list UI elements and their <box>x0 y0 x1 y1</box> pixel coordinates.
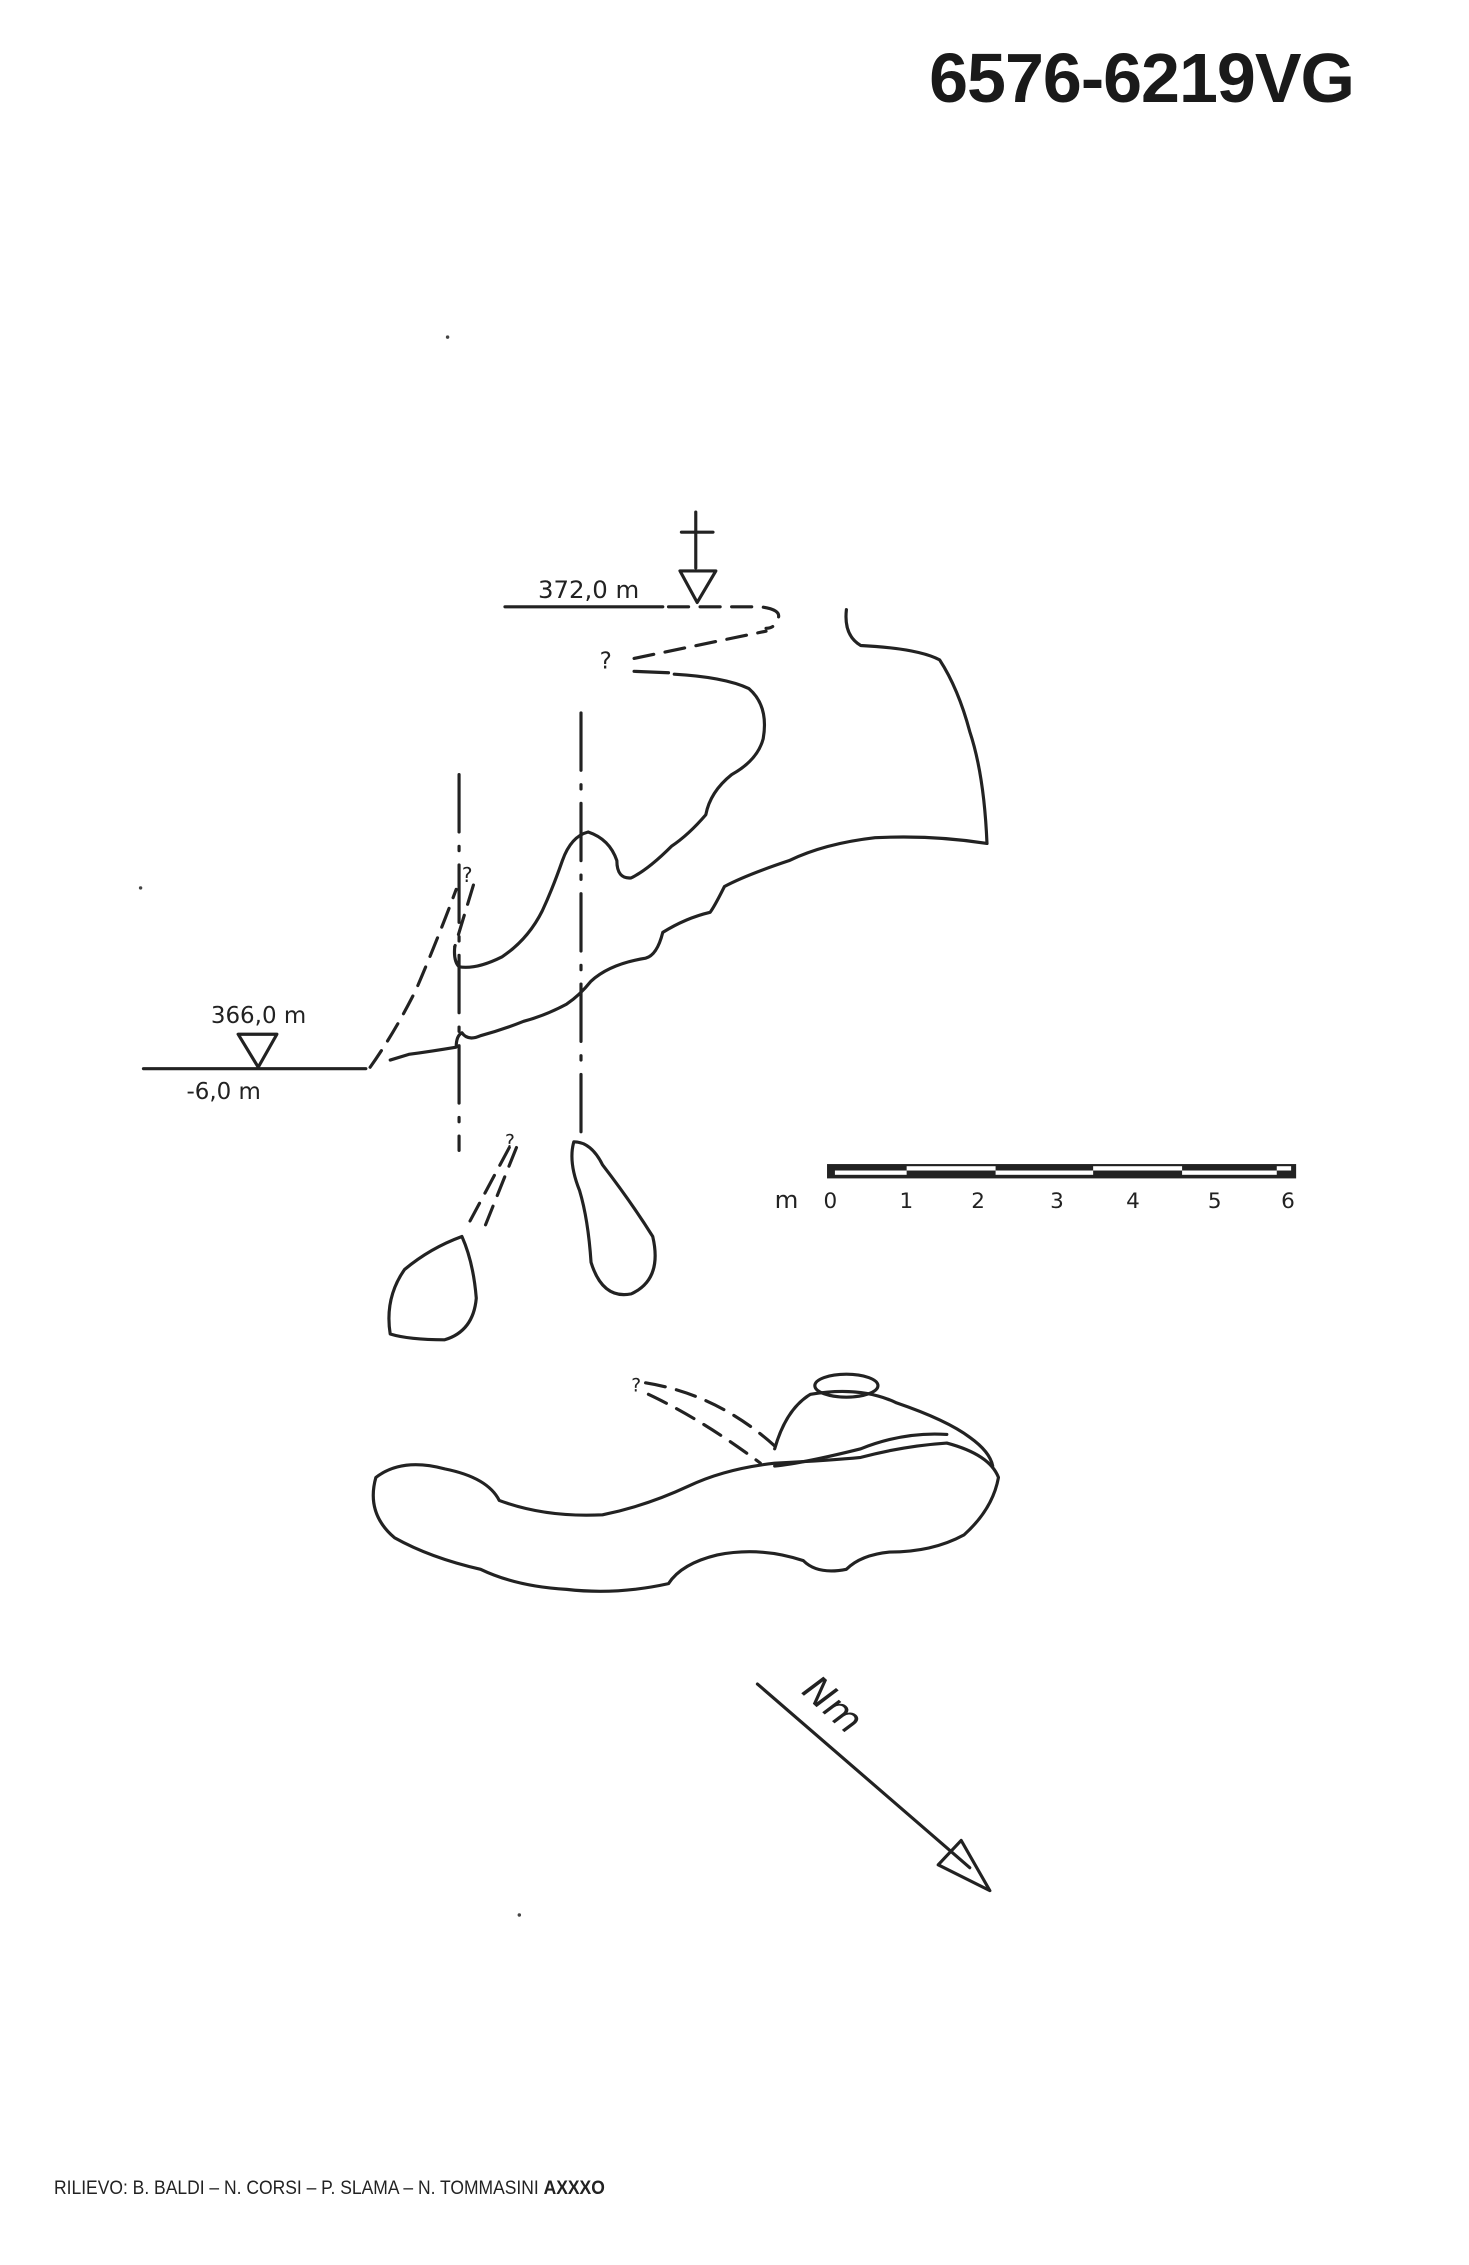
cave-code-title: 6576-6219VG <box>929 39 1355 117</box>
upper-unknown-passage <box>453 883 475 949</box>
entrance-unknown-dashed <box>632 629 768 660</box>
entrance-elevation-label: 372,0 m <box>538 575 639 604</box>
north-arrow: Nm <box>755 1667 992 1893</box>
unknown-marker-section: ? <box>505 1132 515 1153</box>
scale-tick-1: 1 <box>899 1189 913 1214</box>
credits-suffix: AXXXO <box>543 2178 605 2199</box>
scale-tick-6: 6 <box>1281 1189 1295 1214</box>
entrance-roof-dashed <box>666 605 781 630</box>
survey-credits: RILIEVO: B. BALDI – N. CORSI – P. SLAMA … <box>54 2178 605 2200</box>
scale-unit: m <box>775 1185 799 1214</box>
unknown-marker-upper: ? <box>600 648 612 674</box>
credits-text: RILIEVO: B. BALDI – N. CORSI – P. SLAMA … <box>54 2178 539 2199</box>
unknown-marker-plan: ? <box>631 1375 641 1396</box>
north-arrow-head <box>936 1838 992 1893</box>
lower-elevation-triangle <box>236 1032 279 1069</box>
upper-wall <box>452 669 767 969</box>
cross-sections: ? <box>387 1132 657 1342</box>
plan-inner-ledge <box>773 1389 995 1468</box>
cross-section-b <box>570 1140 657 1297</box>
lower-elevation-label: 366,0 m <box>211 1003 306 1029</box>
scale-tick-3: 3 <box>1050 1189 1064 1214</box>
scale-tick-2: 2 <box>971 1189 985 1214</box>
depth-label: -6,0 m <box>186 1079 260 1105</box>
cross-section-a-dashed <box>463 1145 519 1236</box>
scale-tick-5: 5 <box>1208 1189 1222 1214</box>
plan-view: ? <box>371 1372 1001 1593</box>
north-label: Nm <box>794 1667 871 1743</box>
scale-tick-4: 4 <box>1126 1189 1140 1214</box>
right-wall <box>844 608 989 846</box>
plan-inner-line <box>773 1432 949 1468</box>
floor-line <box>388 835 989 1062</box>
cross-section-a <box>387 1234 478 1342</box>
plan-outline <box>371 1441 1001 1593</box>
entrance-elevation-triangle <box>678 569 718 605</box>
entrance-slope-dashed <box>368 887 458 1069</box>
north-arrow-shaft <box>755 1682 972 1870</box>
unknown-marker-middle: ? <box>462 863 473 887</box>
scale-bar: m 0 1 2 3 4 5 6 <box>775 1164 1297 1214</box>
plan-shaft <box>813 1372 880 1399</box>
longitudinal-section: 372,0 m ? ? 366,0 m -6,0 m <box>141 510 989 1153</box>
plan-unknown-dashed <box>643 1381 777 1465</box>
scale-tick-0: 0 <box>823 1189 837 1214</box>
